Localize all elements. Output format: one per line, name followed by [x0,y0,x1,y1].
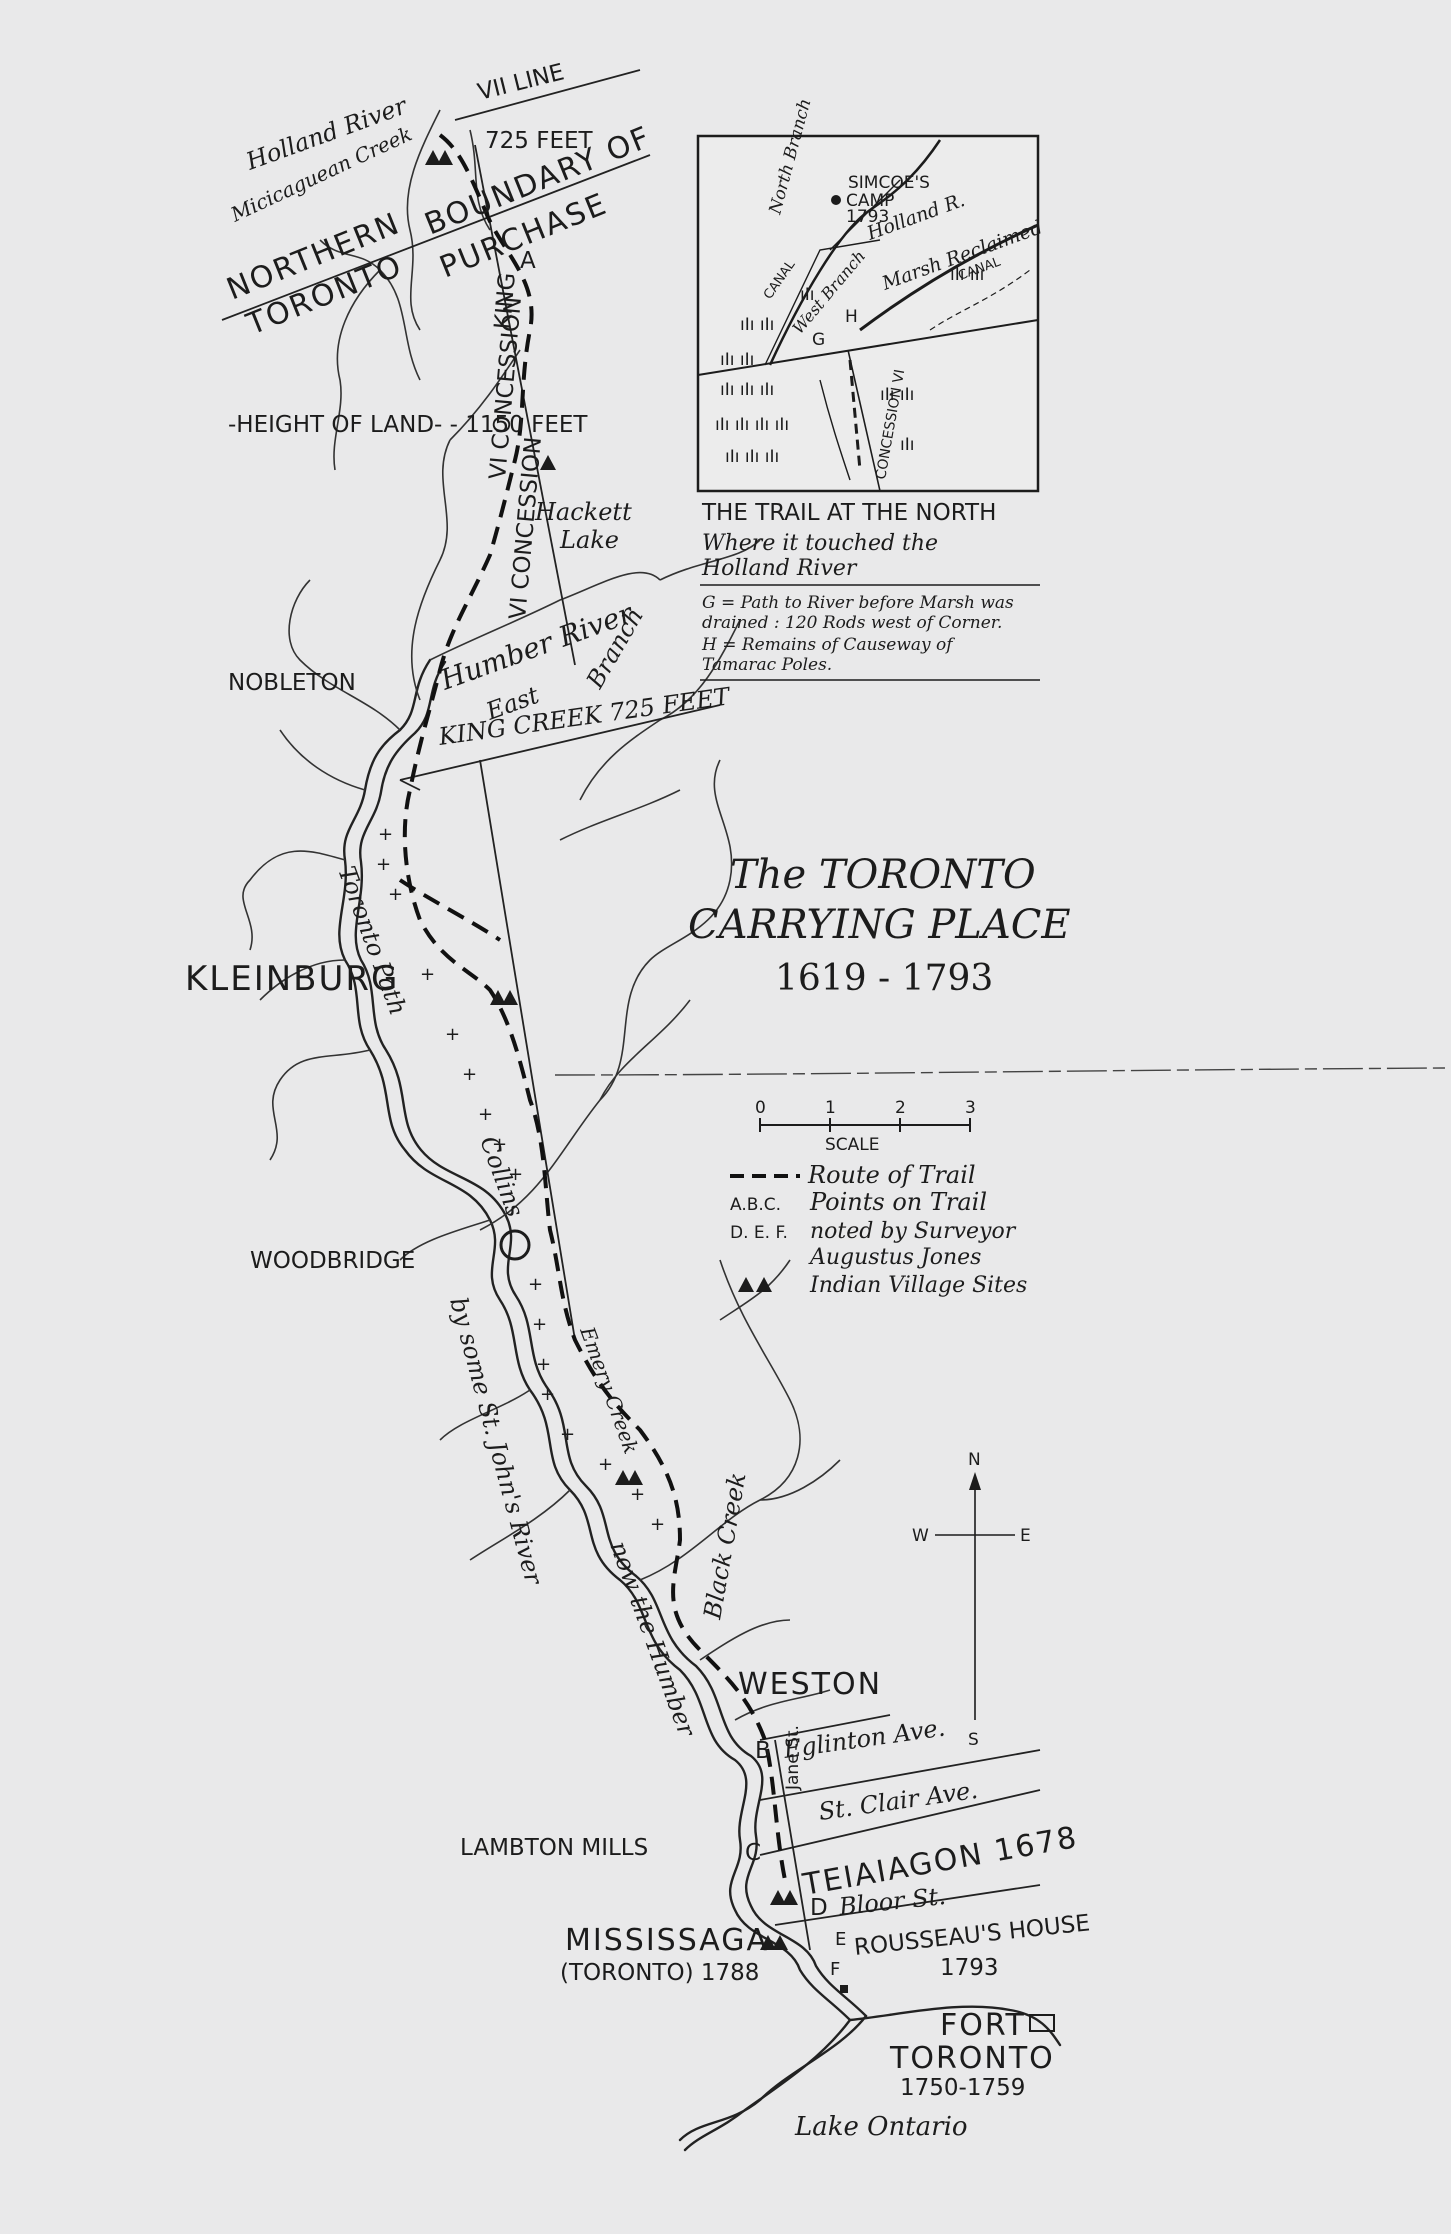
legend-route-of-trail: Route of Trail [807,1161,976,1189]
label-point-a: A [520,248,536,274]
scale-tick-3: 3 [965,1098,976,1118]
inset-marsh-symbols: ıIı ıIı ıIı ıIı ıIı ıIı ıIı ıIı ıIı ıIı … [715,265,984,467]
svg-text:+: + [560,1424,575,1445]
label-weston: WESTON [738,1667,882,1702]
svg-text:+: + [462,1064,477,1085]
svg-text:ıIı ıIı: ıIı ıIı [880,385,914,405]
inset-label-h: H [845,307,858,327]
compass-w: W [912,1526,929,1546]
inset-label-camp-year: 1793 [846,207,889,227]
tributaries [242,109,841,1721]
inset-subtitle2: Holland River [701,556,858,581]
svg-text:+: + [598,1454,613,1475]
map-title: The TORONTO CARRYING PLACE 1619 - 1793 [688,852,1071,999]
svg-text:ıIı ıIı: ıIı ıIı [950,265,984,285]
svg-text:+: + [528,1274,543,1295]
label-725-feet-north: 725 FEET [485,128,594,154]
label-mississaga-year: (TORONTO) 1788 [560,1960,759,1986]
label-jane-st: Jane St. [783,1725,803,1791]
svg-text:+: + [478,1104,493,1125]
inset-note-g2: drained : 120 Rods west of Corner. [702,613,1002,633]
svg-text:ıIı ıIı: ıIı ıIı [740,315,774,335]
label-woodbridge: WOODBRIDGE [250,1248,415,1274]
compass-s: S [968,1730,979,1750]
inset-subtitle1: Where it touched the [702,531,938,556]
label-lambton-mills: LAMBTON MILLS [460,1835,648,1861]
label-hackett: Hackett [534,498,632,526]
road-lines [221,69,1041,1951]
svg-text:ıIı: ıIı [900,435,914,455]
inset-label-g: G [812,330,825,350]
compass-n: N [968,1450,981,1470]
label-point-d: D [810,1895,828,1921]
legend-points-code2: D. E. F. [730,1223,788,1243]
label-point-f: F [830,1959,840,1980]
svg-text:+: + [650,1514,665,1535]
label-fort: FORT [940,2008,1026,2043]
svg-text:+: + [536,1354,551,1375]
label-king: KING [490,272,521,331]
scale-label: SCALE [825,1135,880,1155]
svg-text:+: + [376,854,391,875]
title-years: 1619 - 1793 [775,958,993,999]
svg-text:ıIı ıIı: ıIı ıIı [720,350,754,370]
village-site-markers [425,150,848,1993]
inset-note-g1: G = Path to River before Marsh was [702,593,1014,613]
paper-fold-line [554,1067,1446,1076]
humber-river-main [338,658,1062,2152]
label-fort-toronto: TORONTO [889,2041,1055,2076]
svg-text:ıIı ıIı ıIı: ıIı ıIı ıIı [720,380,774,400]
legend-points-text3: Augustus Jones [808,1245,981,1270]
inset-map: ıIı ıIı ıIı ıIı ıIı ıIı ıIı ıIı ıIı ıIı … [696,97,1046,681]
label-point-c: C [745,1840,761,1866]
compass-e: E [1020,1526,1031,1546]
route-of-trail [398,133,787,1881]
label-rousseau-year: 1793 [940,1955,999,1981]
inset-label-camp2: CAMP [846,191,894,211]
label-kleinburg: KLEINBURG [185,959,399,999]
inset-label-camp1: SIMCOE'S [848,173,930,193]
old-toronto-path: + + + + + + + + + + + + + + + + + [376,824,665,1535]
scale-tick-0: 0 [755,1098,766,1118]
label-point-e: E [835,1929,846,1950]
label-lake-ontario: Lake Ontario [794,2112,968,2142]
fort-symbol [1029,2014,1055,2032]
scale-tick-2: 2 [895,1098,906,1118]
svg-text:+: + [540,1384,555,1405]
label-mississaga: MISSISSAGA [565,1923,769,1958]
scale-tick-1: 1 [825,1098,836,1118]
svg-text:+: + [388,884,403,905]
compass-rose: N S E W [912,1450,1031,1750]
inset-note-h2: Tamarac Poles. [702,655,832,675]
legend: 0 1 2 3 SCALE Route of Trail A.B.C. D. E… [730,1098,1027,1298]
label-nobleton: NOBLETON [228,670,356,696]
svg-text:ıIı ıIı ıIı ıIı: ıIı ıIı ıIı ıIı [715,415,789,435]
svg-text:+: + [630,1484,645,1505]
svg-text:+: + [508,1164,523,1185]
label-point-b: B [755,1738,771,1764]
legend-points-code1: A.B.C. [730,1195,781,1215]
inset-note-h1: H = Remains of Causeway of [701,635,955,655]
label-fort-years: 1750-1759 [900,2075,1025,2101]
svg-text:+: + [532,1314,547,1335]
legend-points-text2: noted by Surveyor [810,1219,1017,1244]
svg-text:+: + [420,964,435,985]
legend-village-sites: Indian Village Sites [809,1273,1027,1298]
svg-text:+: + [445,1024,460,1045]
svg-text:+: + [378,824,393,845]
title-line2: CARRYING PLACE [688,902,1071,948]
legend-points-text1: Points on Trail [809,1188,987,1216]
title-line1: The TORONTO [730,852,1036,898]
svg-text:+: + [492,1134,507,1155]
svg-text:ıIı ıIı ıIı: ıIı ıIı ıIı [725,447,779,467]
inset-heading: THE TRAIL AT THE NORTH [701,500,996,526]
label-lake: Lake [559,526,619,554]
label-height-of-land: -HEIGHT OF LAND- - 1150 FEET [228,412,588,438]
